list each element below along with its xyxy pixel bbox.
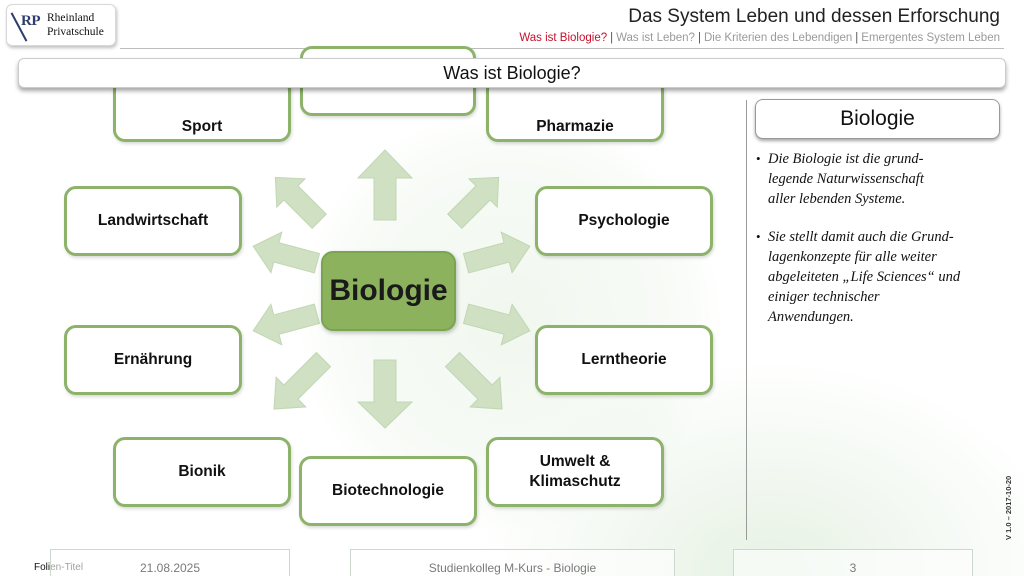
slide-title: Das System Leben und dessen Erforschung	[628, 6, 1000, 27]
bullet-2-line-2: lagenkonzepte für alle weiter	[768, 249, 937, 265]
bullet-dot-icon: •	[756, 229, 761, 244]
bullet-2-line-1: Sie stellt damit auch die Grund-	[768, 229, 954, 245]
footer-page-box: 3	[733, 549, 973, 576]
arrow-down	[356, 359, 414, 429]
breadcrumb-item-biologie[interactable]: Was ist Biologie?	[519, 32, 608, 44]
version-label: V 1.0 – 2017-10-20	[1004, 475, 1013, 540]
center-biologie: Biologie	[321, 251, 456, 331]
arrow-right-lower	[462, 303, 531, 346]
arrow-lower-right	[444, 351, 503, 410]
arrow-upper-right	[447, 176, 500, 229]
box-psychologie: Psychologie	[535, 186, 713, 256]
bullet-2: • Sie stellt damit auch die Grund- lagen…	[756, 227, 1006, 327]
box-lerntheorie: Lerntheorie	[535, 325, 713, 395]
bullet-2-line-3: abgeleiteten „Life Sciences“ und	[768, 269, 961, 285]
arrow-left-lower	[252, 303, 321, 346]
logo-text: Rheinland Privatschule	[47, 11, 117, 39]
box-bionik: Bionik	[113, 437, 291, 507]
bullet-2-line-4: einiger technischer	[768, 289, 880, 305]
footer-course-box: Studienkolleg M-Kurs - Biologie	[350, 549, 675, 576]
panel-divider	[746, 100, 747, 540]
box-ernaehrung: Ernährung	[64, 325, 242, 395]
footer-course: Studienkolleg M-Kurs - Biologie	[428, 561, 597, 575]
header-divider	[120, 48, 1004, 49]
school-logo: RP Rheinland Privatschule	[6, 4, 116, 46]
side-panel-title: Biologie	[755, 99, 1000, 139]
box-landwirtschaft: Landwirtschaft	[64, 186, 242, 256]
arrow-left-upper	[252, 231, 321, 274]
bullet-1: • Die Biologie ist die grund- legende Na…	[756, 149, 1006, 209]
box-umwelt-line-2: Klimaschutz	[529, 473, 621, 490]
breadcrumb-separator: |	[697, 32, 701, 44]
breadcrumb: Was ist Biologie?|Was ist Leben?|Die Kri…	[519, 32, 1000, 44]
box-umwelt-klimaschutz: Umwelt & Klimaschutz	[486, 437, 664, 507]
footer-date-box: 21.08.2025	[50, 549, 290, 576]
bullet-1-line-1: Die Biologie ist die grund-	[768, 151, 924, 167]
box-umwelt-line-1: Umwelt &	[539, 453, 611, 470]
footer-page-number: 3	[849, 561, 857, 575]
arrow-upper-left	[274, 176, 327, 229]
breadcrumb-item-kriterien[interactable]: Die Kriterien des Lebendigen	[703, 32, 853, 44]
box-biotechnologie: Biotechnologie	[299, 456, 477, 526]
breadcrumb-item-emergentes[interactable]: Emergentes System Leben	[861, 32, 1000, 44]
section-banner: Was ist Biologie?	[18, 58, 1006, 88]
breadcrumb-separator: |	[855, 32, 859, 44]
footer-date: 21.08.2025	[139, 561, 201, 575]
arrow-up	[356, 149, 414, 221]
logo-line-2: Privatschule	[47, 26, 104, 38]
arrow-right-upper	[462, 231, 531, 274]
side-panel-bullets: • Die Biologie ist die grund- legende Na…	[756, 149, 1006, 345]
bullet-1-line-2: legende Naturwissenschaft	[768, 171, 924, 187]
bullet-dot-icon: •	[756, 151, 761, 166]
bullet-2-line-5: Anwendungen.	[768, 309, 854, 325]
logo-mark: RP	[21, 13, 41, 29]
breadcrumb-item-leben[interactable]: Was ist Leben?	[616, 32, 695, 44]
breadcrumb-separator: |	[610, 32, 614, 44]
logo-line-1: Rheinland	[47, 12, 95, 24]
bullet-1-line-3: aller lebenden Systeme.	[768, 191, 906, 207]
arrow-lower-left	[273, 351, 332, 410]
